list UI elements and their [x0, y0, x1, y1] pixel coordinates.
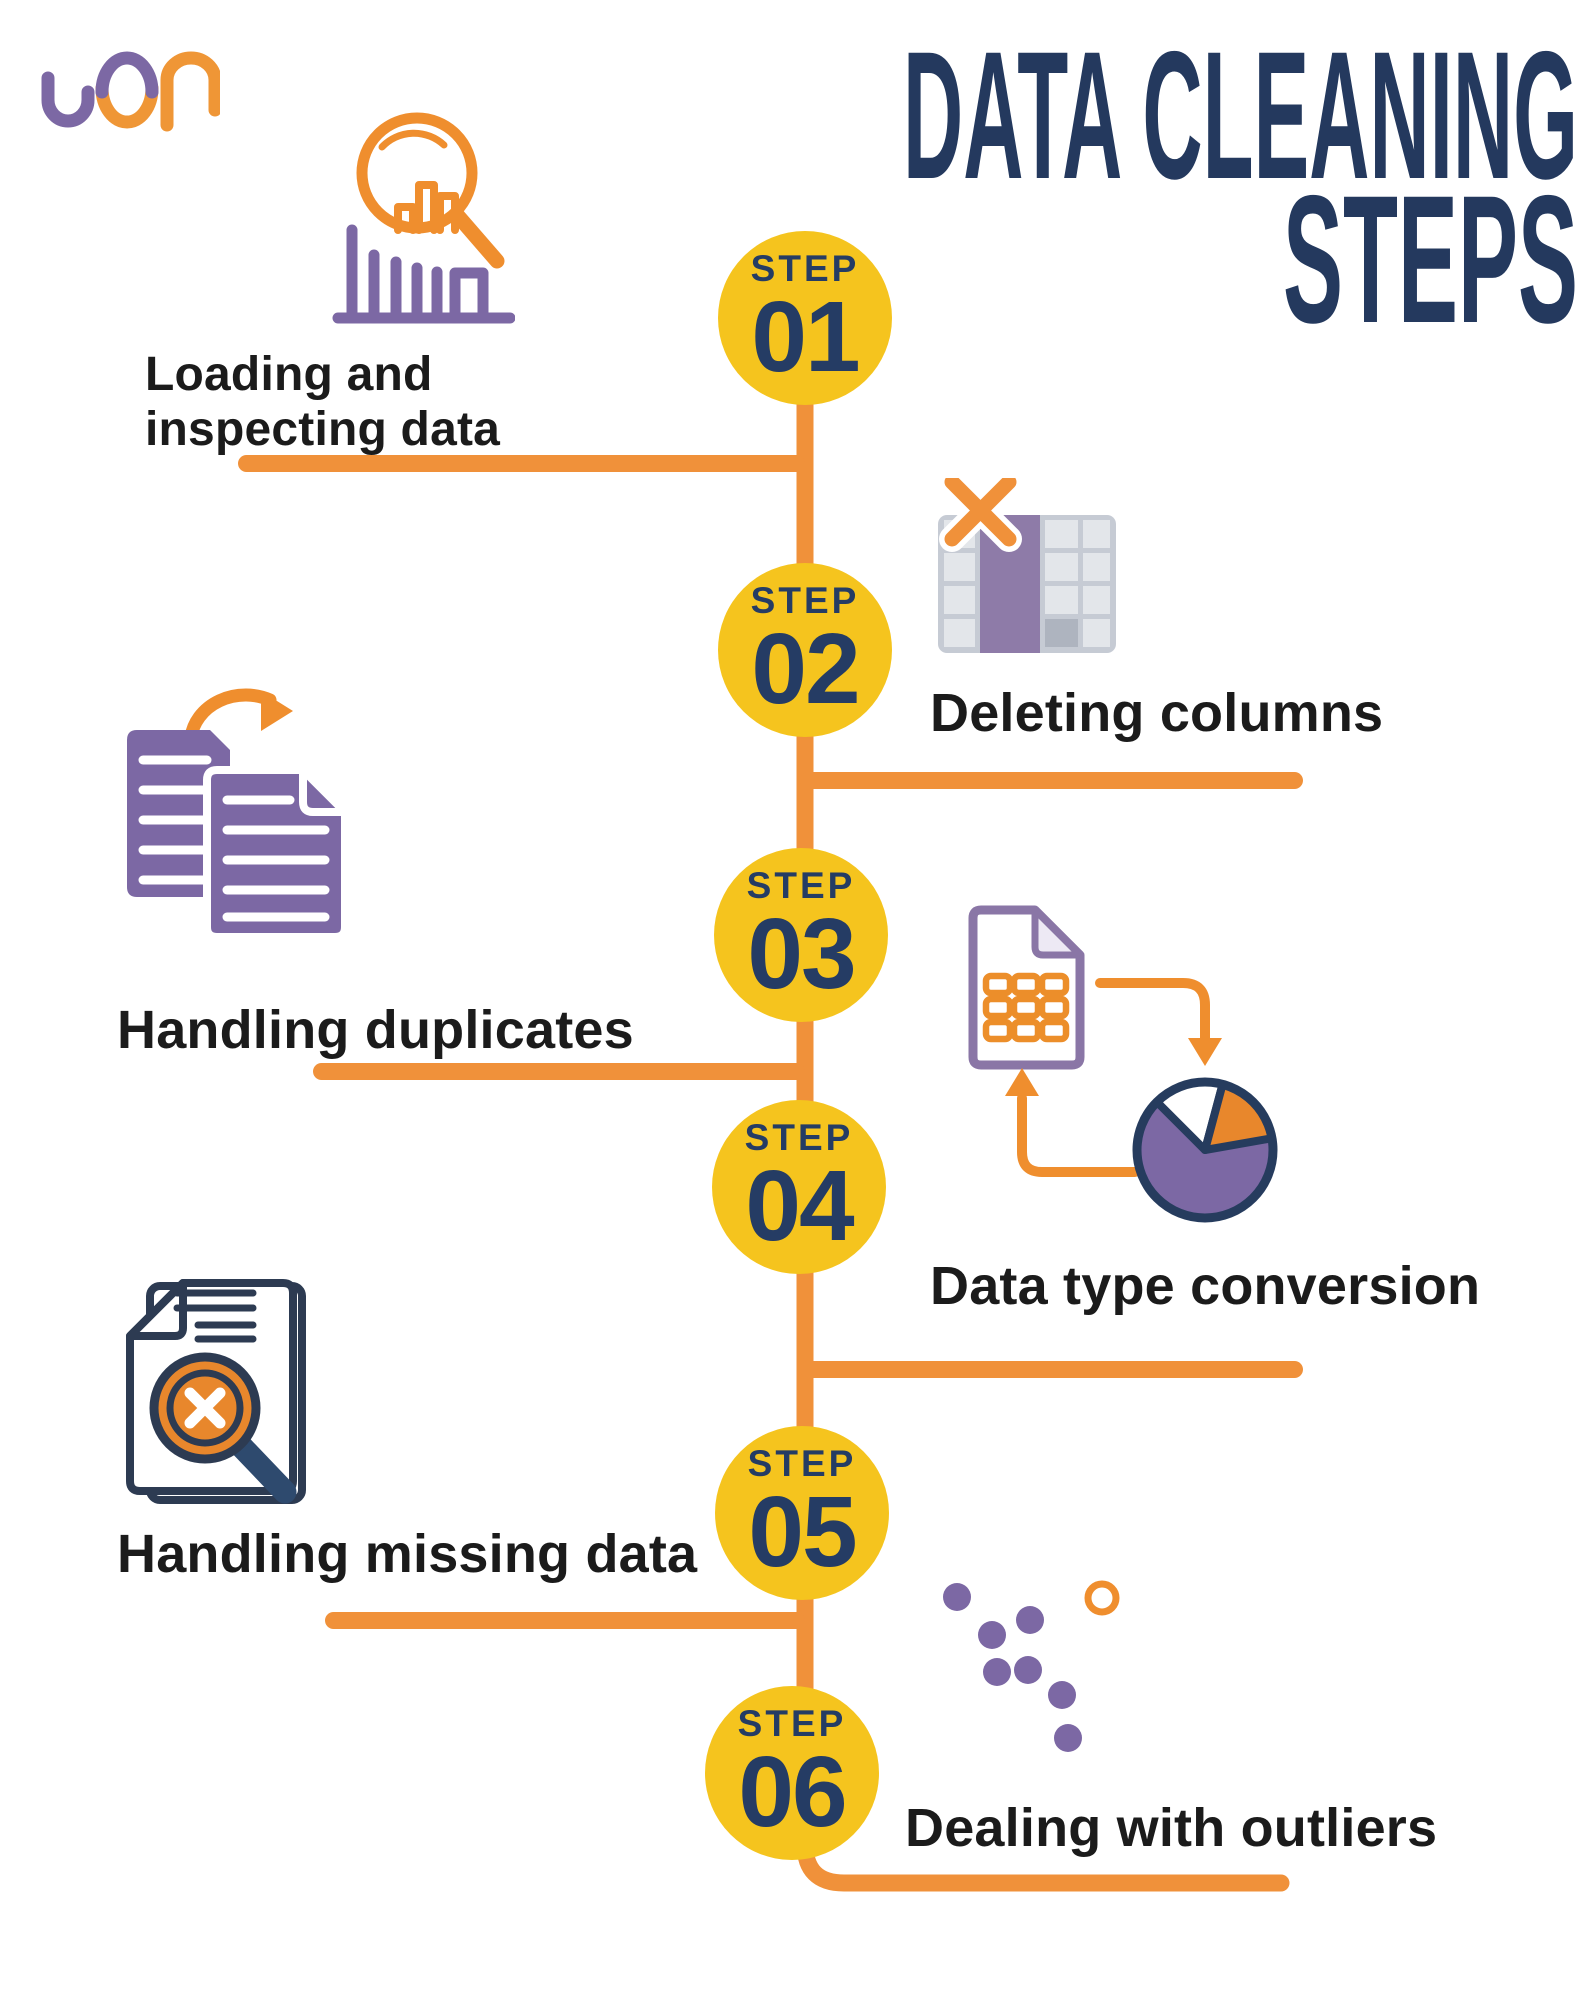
magnifier-x	[149, 1352, 297, 1504]
scatter-outlier-icon	[943, 1580, 1120, 1752]
copy-arrow	[184, 688, 293, 744]
connector-step-03	[313, 1063, 805, 1080]
table-delete-column-icon	[938, 478, 1116, 653]
title-line-1: DATA CLEANING	[903, 28, 1578, 217]
step-number: 01	[751, 280, 860, 393]
step-label-line: inspecting data	[145, 402, 501, 456]
step-word: STEP	[750, 247, 860, 289]
step-badge-01: STEP 01	[718, 231, 892, 405]
brand-logo	[41, 51, 220, 132]
table-cell-shaded	[1045, 619, 1078, 647]
connector-step-04	[800, 1361, 1303, 1378]
step-word: STEP	[747, 1442, 857, 1484]
logo-u-stroke	[41, 71, 95, 128]
connector-step-05	[325, 1612, 805, 1629]
connector-step-01	[238, 455, 805, 472]
step-word: STEP	[750, 579, 860, 621]
step-word: STEP	[737, 1702, 847, 1744]
text-lines	[173, 1289, 257, 1343]
pie-chart	[1132, 1077, 1278, 1223]
connector-step-02	[800, 772, 1303, 789]
delete-x-icon	[939, 478, 1022, 552]
page-title: DATA CLEANING STEPS	[903, 28, 1578, 338]
arrow-to-pie	[1095, 978, 1222, 1066]
step-badge-04: STEP 04	[712, 1100, 886, 1274]
purple-bars	[332, 224, 515, 324]
step-number: 03	[747, 897, 856, 1010]
step-label-03: Handling duplicates	[117, 1000, 634, 1060]
bar-chart-magnifier-icon	[332, 112, 515, 324]
mini-grid	[982, 972, 1070, 1043]
step-badge-02: STEP 02	[718, 563, 892, 737]
logo-n-stroke	[160, 51, 220, 132]
step-number: 05	[748, 1475, 857, 1588]
spreadsheet-to-pie-chart-icon	[968, 905, 1278, 1223]
step-label-06: Dealing with outliers	[905, 1798, 1438, 1858]
step-label-05: Handling missing data	[117, 1524, 698, 1584]
step-number: 04	[745, 1149, 854, 1262]
step-badge-05: STEP 05	[715, 1426, 889, 1600]
logo-o-bottom-stroke	[95, 81, 159, 129]
page-fold	[126, 1279, 187, 1340]
step-word: STEP	[746, 864, 856, 906]
document-magnifier-x-icon	[126, 1279, 306, 1504]
spreadsheet-file	[968, 905, 1085, 1070]
step-word: STEP	[744, 1116, 854, 1158]
step-label-04: Data type conversion	[930, 1256, 1481, 1316]
logo-o-top-stroke	[95, 51, 159, 99]
scatter-dots	[943, 1583, 1082, 1752]
step-label-02: Deleting columns	[930, 683, 1384, 743]
outlier-ring	[1084, 1580, 1120, 1616]
step-label-01: Loading and inspecting data	[145, 348, 500, 457]
step-badge-06: STEP 06	[705, 1686, 879, 1860]
magnifier	[356, 112, 505, 269]
step-number: 02	[751, 612, 860, 725]
step-badge-03: STEP 03	[714, 848, 888, 1022]
duplicate-documents-icon	[127, 688, 349, 941]
step-label-line: Loading and	[145, 348, 433, 401]
title-line-2: STEPS	[1283, 157, 1578, 338]
step-number: 06	[738, 1735, 847, 1848]
front-document	[203, 766, 349, 941]
arrow-to-file	[1005, 1068, 1140, 1177]
